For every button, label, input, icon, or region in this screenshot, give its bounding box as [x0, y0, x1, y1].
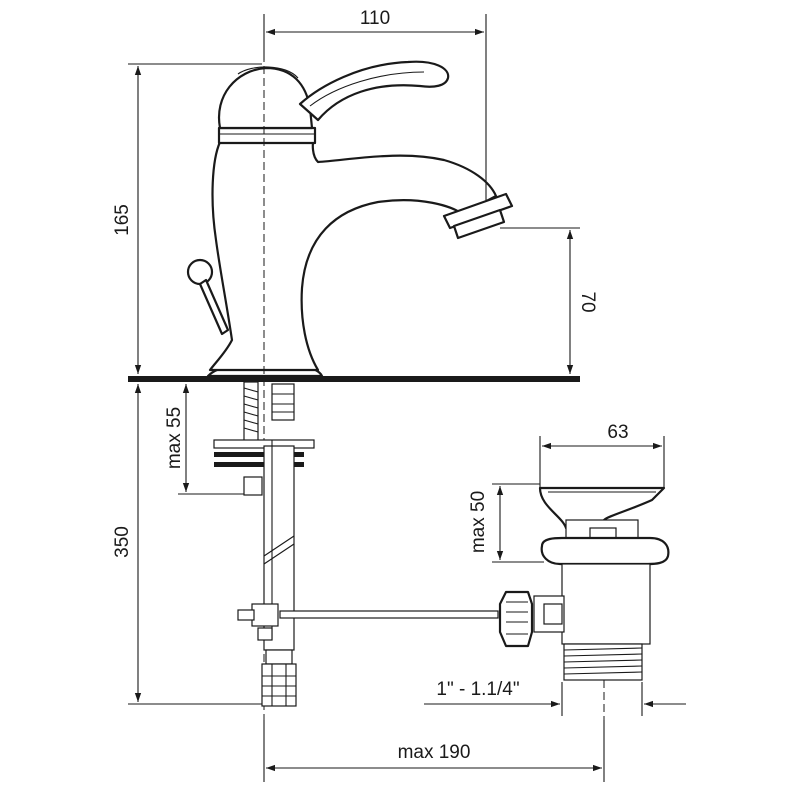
- dimension-lines: [128, 14, 686, 782]
- rod-clamp: [251, 603, 279, 627]
- dim-label-thread: 1" - 1.1/4": [436, 679, 519, 700]
- dim-label-70: 70: [577, 291, 598, 312]
- linkage-rod: [279, 610, 499, 619]
- linkage-nut: [498, 590, 534, 648]
- drain-body: [561, 563, 651, 645]
- handle-dome: [217, 66, 314, 130]
- dim-label-max190: max 190: [398, 742, 471, 763]
- mount-nut: [243, 476, 263, 496]
- rubber-washer: [214, 452, 304, 457]
- popup-drain: [498, 486, 670, 760]
- clamp-screw: [237, 609, 255, 621]
- metal-washer: [214, 462, 304, 467]
- faucet-body: [128, 60, 580, 382]
- aerator-ring: [442, 192, 514, 230]
- dim-label-165: 165: [112, 204, 133, 236]
- supply-nut-top: [265, 649, 293, 665]
- aerator-tip: [452, 208, 506, 240]
- faucet-spout-body: [208, 134, 498, 372]
- supply-nut: [261, 663, 297, 707]
- handle-lever: [298, 60, 450, 122]
- dim-label-350: 350: [112, 526, 133, 558]
- dim-label-max55: max 55: [164, 407, 185, 469]
- dim-label-max50: max 50: [468, 491, 489, 553]
- dim-label-63: 63: [607, 422, 628, 443]
- hose-fitting-top: [271, 383, 295, 421]
- under-counter-assembly: [213, 381, 499, 707]
- popup-knob: [186, 258, 214, 286]
- dim-label-110: 110: [360, 8, 390, 29]
- popup-rod-top: [198, 278, 230, 336]
- drain-locknut: [540, 536, 670, 566]
- countertop-line: [128, 376, 580, 382]
- handle-collar: [217, 126, 317, 145]
